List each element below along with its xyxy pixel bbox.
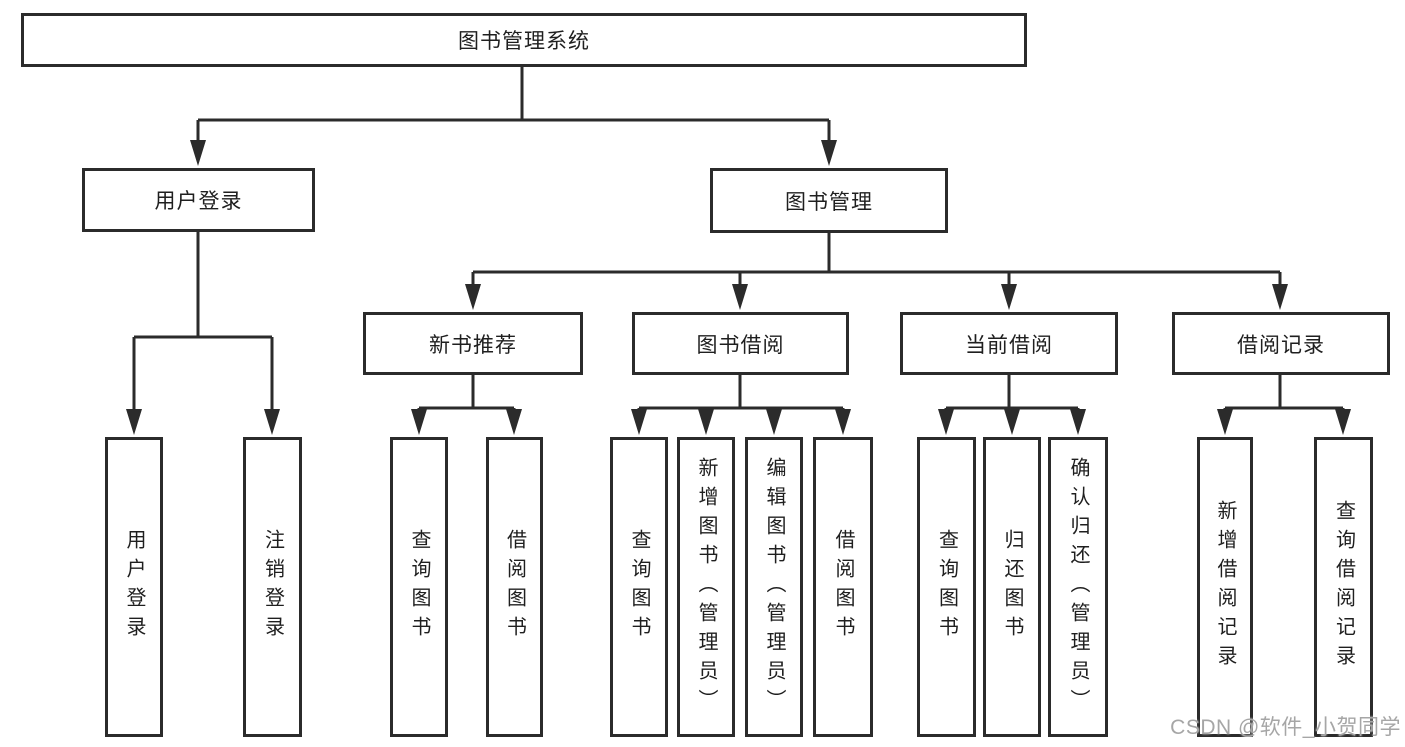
leaf-records-query-record: 查询借阅记录 (1314, 437, 1373, 737)
leaf-current-return-books: 归还图书 (983, 437, 1041, 737)
node-borrow-records: 借阅记录 (1172, 312, 1390, 375)
leaf-borrow-edit-books-admin: 编辑图书（管理员） (745, 437, 803, 737)
node-user-login: 用户登录 (82, 168, 315, 232)
leaf-user-login: 用户登录 (105, 437, 163, 737)
node-new-book-recommend: 新书推荐 (363, 312, 583, 375)
leaf-logout: 注销登录 (243, 437, 302, 737)
leaf-newrec-borrow-books: 借阅图书 (486, 437, 543, 737)
node-root: 图书管理系统 (21, 13, 1027, 67)
leaf-borrow-query-books: 查询图书 (610, 437, 668, 737)
node-book-management: 图书管理 (710, 168, 948, 233)
leaf-current-query-books: 查询图书 (917, 437, 976, 737)
node-book-borrow: 图书借阅 (632, 312, 849, 375)
leaf-current-confirm-return-admin: 确认归还（管理员） (1048, 437, 1108, 737)
leaf-borrow-borrow-books: 借阅图书 (813, 437, 873, 737)
arrowheads (126, 140, 1351, 435)
leaf-newrec-query-books: 查询图书 (390, 437, 448, 737)
leaf-borrow-add-books-admin: 新增图书（管理员） (677, 437, 735, 737)
node-current-borrow: 当前借阅 (900, 312, 1118, 375)
leaf-records-add-record: 新增借阅记录 (1197, 437, 1253, 737)
